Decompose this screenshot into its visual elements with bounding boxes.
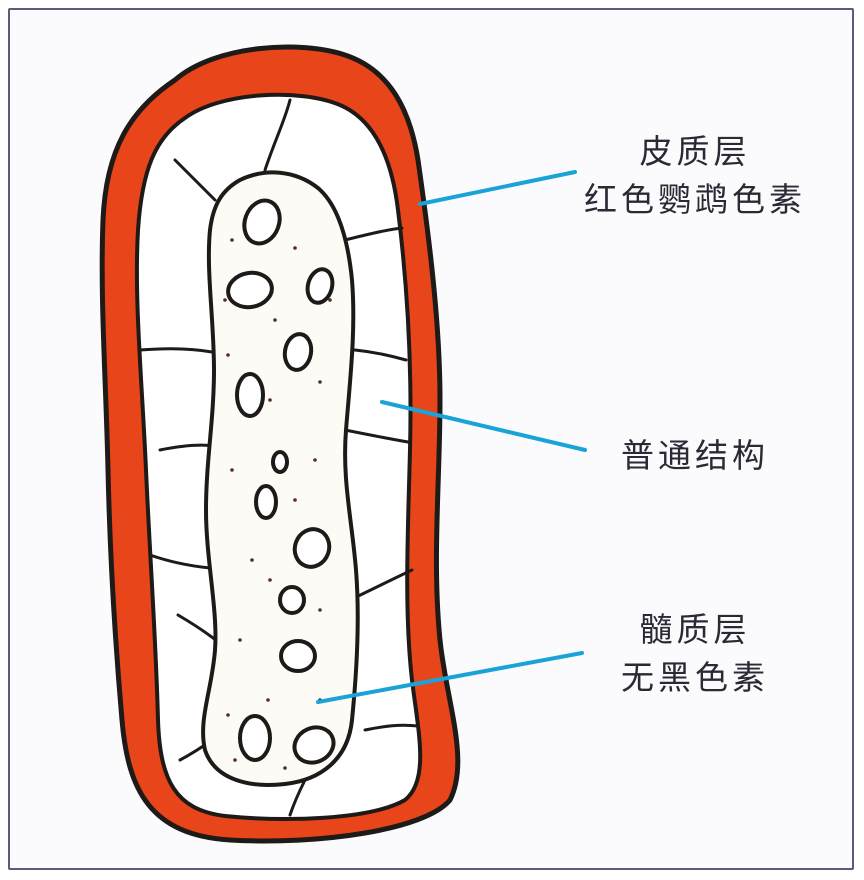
pointer-lines [316, 170, 587, 704]
medulla-label-desc: 无黑色素 [621, 658, 769, 697]
medulla-pointer [316, 651, 584, 704]
medulla-vacuoles [226, 198, 336, 765]
cortex-pointer [418, 170, 577, 206]
cortex-label-desc: 红色鹦鹉色素 [584, 180, 806, 219]
cell-walls [138, 98, 420, 817]
medulla-layer [201, 170, 360, 787]
medulla-label-title: 髓质层 [639, 610, 751, 649]
normal-pointer [380, 400, 587, 452]
normal-structure-label: 普通结构 [595, 432, 795, 480]
cortex-label-title: 皮质层 [639, 132, 751, 171]
cortex-label: 皮质层 红色鹦鹉色素 [570, 128, 820, 224]
medulla-label: 髓质层 无黑色素 [585, 606, 805, 702]
normal-structure-label-title: 普通结构 [621, 436, 769, 475]
